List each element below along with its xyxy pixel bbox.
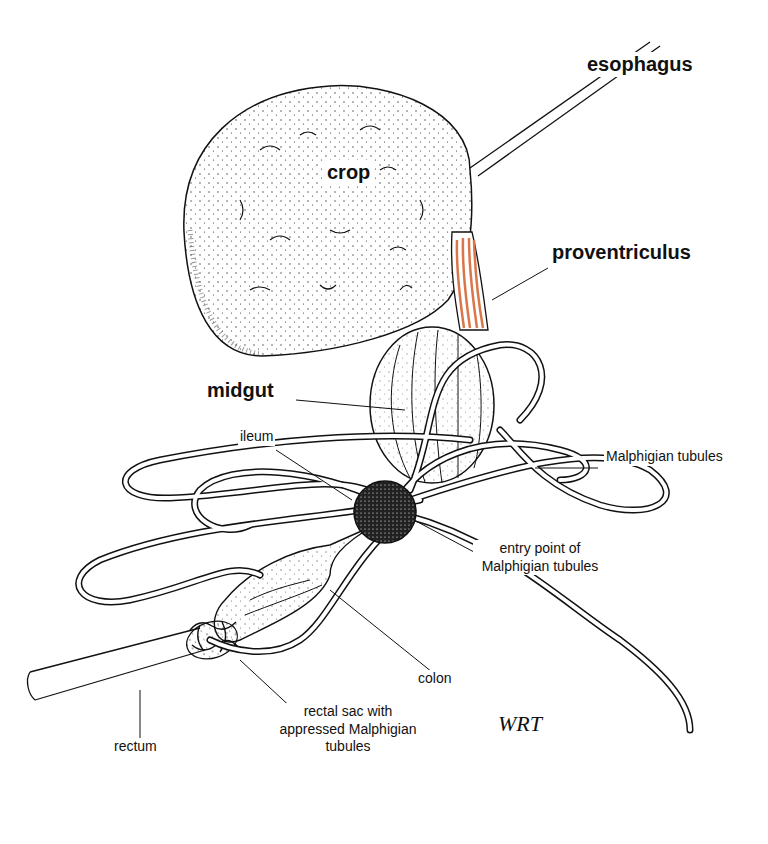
part-name: crop [325, 160, 372, 185]
part-name: Malphigian tubules [604, 448, 725, 466]
part-name: rectal sac with appressed Malphigian tub… [271, 703, 425, 756]
part-name: entry point of Malphigian tubules [473, 540, 607, 575]
part-name: esophagus [585, 52, 695, 77]
part-name: midgut [205, 378, 276, 403]
part-name: colon [416, 670, 453, 688]
part-name: rectum [112, 738, 159, 756]
part-name: proventriculus [550, 240, 693, 265]
artist-signature: WRT [496, 710, 544, 738]
part-name: ileum [238, 428, 275, 446]
